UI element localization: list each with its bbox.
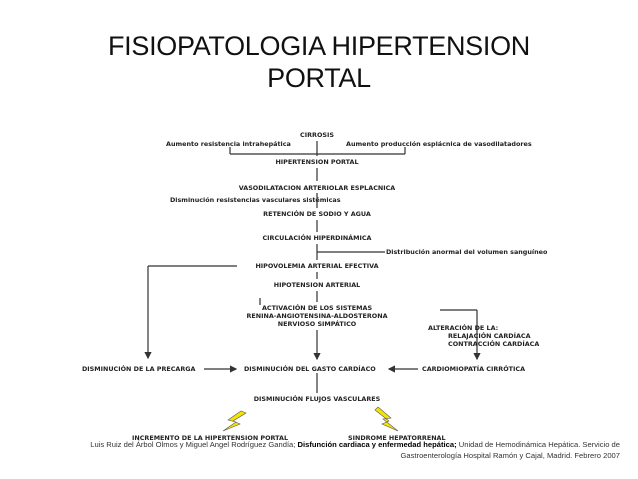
node-precarga: DISMINUCIÓN DE LA PRECARGA bbox=[82, 365, 196, 373]
source-caption: Luis Ruiz del Árbol Olmos y Miguel Angel… bbox=[40, 439, 620, 461]
node-cirrosis: CIRROSIS bbox=[300, 131, 334, 139]
slide-title: FISIOPATOLOGIA HIPERTENSION PORTAL bbox=[0, 30, 638, 94]
slide-title-line2: PORTAL bbox=[267, 63, 371, 93]
slide-title-line1: FISIOPATOLOGIA HIPERTENSION bbox=[107, 31, 530, 61]
node-hipertension-portal: HIPERTENSION PORTAL bbox=[275, 158, 359, 166]
node-vasodilatacion: VASODILATACION ARTERIOLAR ESPLACNICA bbox=[238, 184, 396, 192]
node-gasto: DISMINUCIÓN DEL GASTO CARDÍACO bbox=[244, 365, 376, 373]
node-circulacion: CIRCULACIÓN HIPERDINÁMICA bbox=[262, 234, 372, 242]
node-aumento-resistencia: Aumento resistencia intrahepática bbox=[166, 140, 291, 148]
node-distribucion: Distribución anormal del volumen sanguín… bbox=[386, 248, 548, 256]
caption-source: Unidad de Hemodinámica Hepática. Servici… bbox=[400, 440, 621, 460]
lightning-left-icon bbox=[222, 410, 247, 432]
node-activacion-line3: NERVIOSO SIMPÁTICO bbox=[277, 320, 357, 328]
node-cardiomiopatia: CARDIOMIOPATÍA CIRRÓTICA bbox=[422, 365, 526, 373]
node-hipovolemia: HIPOVOLEMIA ARTERIAL EFECTIVA bbox=[255, 262, 379, 270]
node-relajacion: RELAJACIÓN CARDÍACA bbox=[448, 332, 531, 340]
node-flujos: DISMINUCIÓN FLUJOS VASCULARES bbox=[253, 395, 381, 403]
node-hipotension: HIPOTENSION ARTERIAL bbox=[273, 281, 361, 289]
node-alteracion: ALTERACIÓN DE LA: RELAJACIÓN CARDÍACA CO… bbox=[428, 324, 539, 348]
caption-authors: Luis Ruiz del Árbol Olmos y Miguel Angel… bbox=[90, 440, 296, 449]
caption-article: Disfunción cardiaca y enfermedad hepátic… bbox=[297, 440, 457, 449]
node-incremento: INCREMENTO DE LA HIPERTENSION PORTAL bbox=[132, 434, 289, 442]
node-activacion-line2: RENINA-ANGIOTENSINA-ALDOSTERONA bbox=[246, 312, 388, 320]
node-sindrome: SINDROME HEPATORRENAL bbox=[348, 434, 446, 442]
node-activacion-line1: ACTIVACIÓN DE LOS SISTEMAS bbox=[261, 304, 373, 312]
node-contraccion: CONTRACCIÓN CARDÍACA bbox=[448, 340, 540, 348]
node-activacion: ACTIVACIÓN DE LOS SISTEMAS RENINA-ANGIOT… bbox=[207, 304, 427, 328]
node-disminucion-resistencias: Disminución resistencias vasculares sist… bbox=[170, 196, 341, 204]
node-retencion: RETENCIÓN DE SODIO Y AGUA bbox=[263, 210, 371, 218]
lightning-right-icon bbox=[374, 406, 399, 432]
node-alteracion-title: ALTERACIÓN DE LA: bbox=[428, 324, 499, 332]
node-aumento-produccion: Aumento producción esplácnica de vasodil… bbox=[346, 140, 532, 148]
